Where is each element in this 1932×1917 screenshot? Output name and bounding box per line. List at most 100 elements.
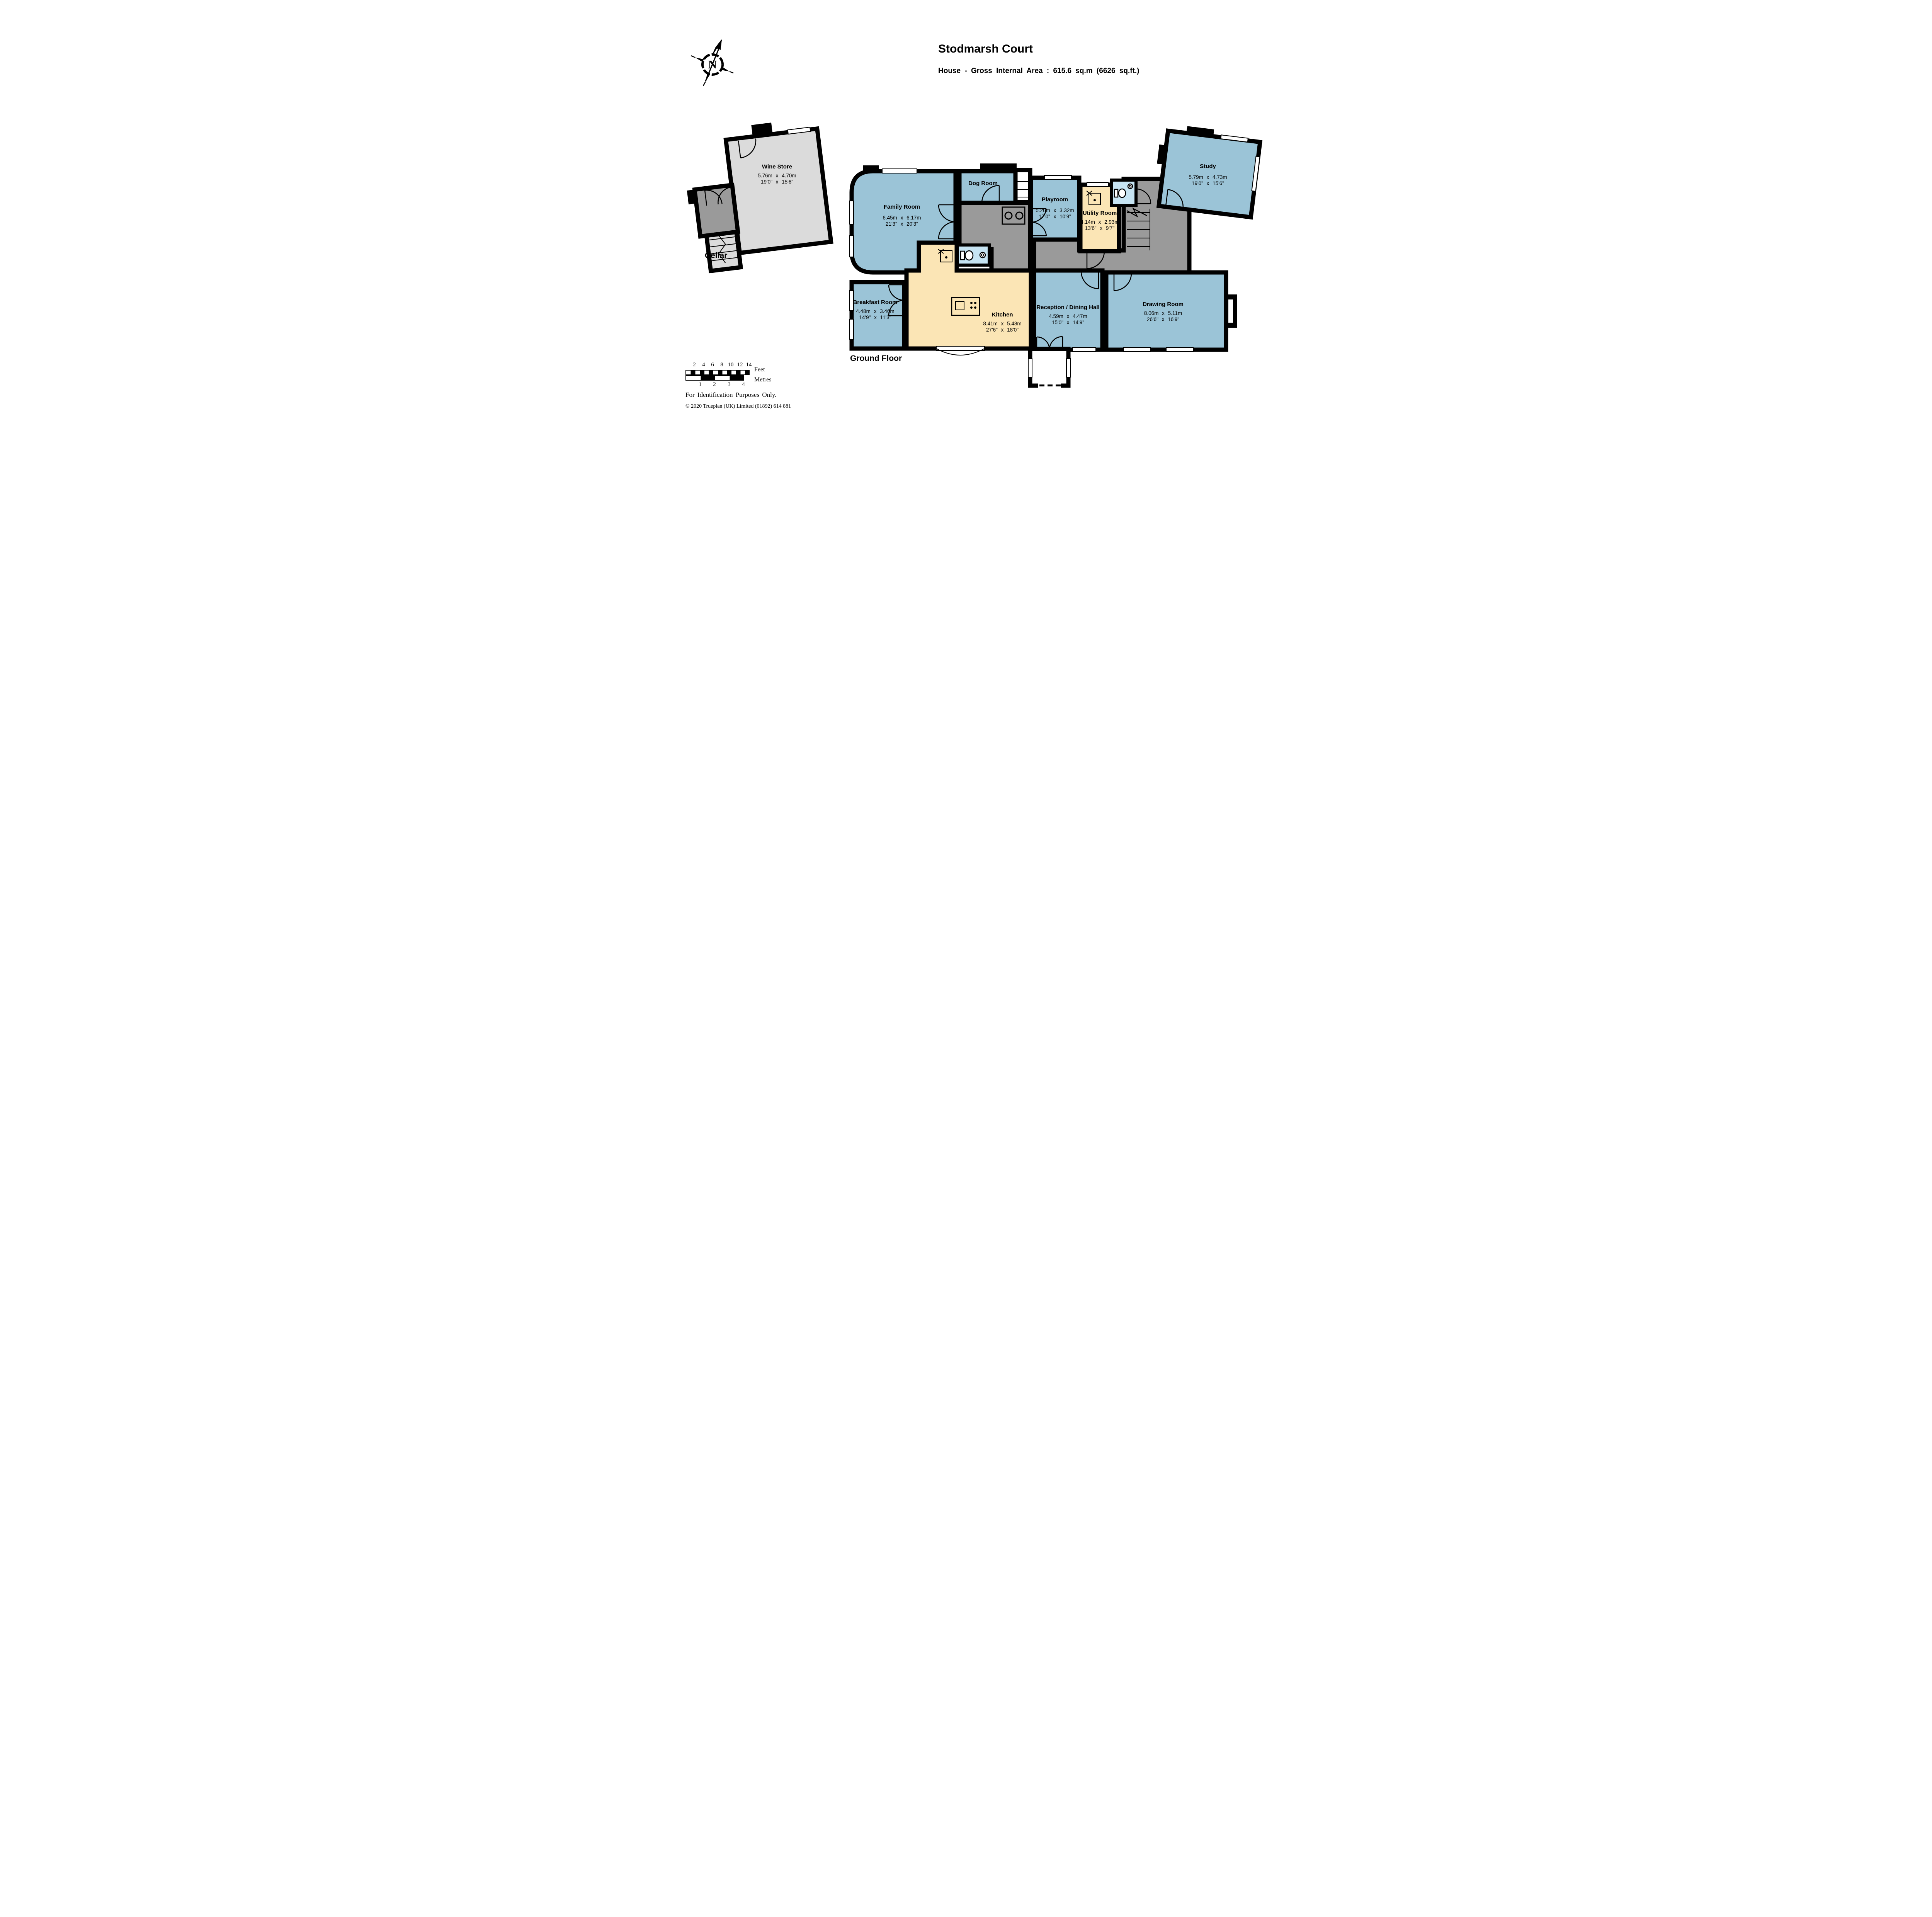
playroom-french-doors: [1031, 208, 1047, 236]
utility-room-label: Utility Room 4.14m x 2.93m 13'6" x 9'7": [1080, 210, 1119, 231]
room-dims-metric: 5.20m x 3.32m: [1036, 208, 1074, 213]
reception-label: Reception / Dining Hall 4.59m x 4.47m 15…: [1036, 304, 1099, 326]
reception-window-bottom: [1072, 347, 1096, 352]
porch-double-doors: [1036, 336, 1063, 350]
ground-floor-section-label: Ground Floor: [850, 354, 902, 363]
feet-tick: 6: [711, 362, 714, 368]
breakfast-room-label: Breakfast Room 4.48m x 3.46m 14'9" x 11'…: [853, 299, 897, 321]
compass-spike-sw-line: [702, 81, 706, 86]
dog-room-door: [981, 185, 1000, 203]
page-subtitle: House - Gross Internal Area : 615.6 sq.m…: [938, 67, 1139, 75]
room-dims: 4.48m x 3.46m 14'9" x 11'3": [853, 308, 897, 321]
room-dims-imperial: 14'9" x 11'3": [859, 315, 891, 320]
porch-threshold-dash: [1056, 384, 1061, 386]
porch-window-left: [1028, 358, 1032, 378]
room-dims-metric: 4.59m x 4.47m: [1049, 313, 1087, 319]
room-dims-imperial: 19'0" x 15'6": [1191, 180, 1225, 186]
toilet-kitchen-wc: [960, 250, 986, 261]
identification-disclaimer: For Identification Purposes Only.: [685, 391, 777, 398]
compass-spike-nw-line: [690, 55, 696, 58]
metre-tick: 1: [699, 381, 702, 388]
utility-window-top: [1087, 182, 1109, 187]
family-room-double-doors: [938, 204, 956, 240]
room-dims: 8.06m x 5.11m 26'6" x 16'9": [1143, 310, 1184, 323]
toilet-upper-wc: [1114, 183, 1133, 198]
room-name: Utility Room: [1082, 210, 1117, 216]
room-name: Study: [1200, 163, 1216, 170]
feet-tick: 12: [737, 362, 743, 368]
room-name: Kitchen: [992, 311, 1013, 318]
room-dims-metric: 4.14m x 2.93m: [1080, 219, 1119, 225]
kitchen-window-bottom: [936, 346, 985, 351]
drawing-window-bottom2: [1166, 347, 1194, 352]
feet-tick: 10: [728, 362, 734, 368]
feet-tick: 14: [746, 362, 752, 368]
study-window-top: [1220, 134, 1249, 143]
study-label: Study 5.79m x 4.73m 19'0" x 15'6": [1189, 163, 1227, 187]
drawing-room-door: [1113, 273, 1132, 291]
cellar-hall: [692, 182, 740, 239]
porch-threshold-dash: [1039, 384, 1044, 386]
scale-bar-metres: [685, 375, 744, 381]
room-name: Reception / Dining Hall: [1036, 304, 1100, 311]
copyright-line: © 2020 Trueplan (UK) Limited (01892) 614…: [685, 403, 791, 409]
room-dims-imperial: 19'0" x 15'6": [760, 179, 794, 185]
playroom-window-top: [1044, 175, 1072, 180]
dog-room: [957, 169, 1018, 205]
room-dims: 4.59m x 4.47m 15'0" x 14'9": [1036, 313, 1099, 326]
drawing-room-label: Drawing Room 8.06m x 5.11m 26'6" x 16'9": [1143, 301, 1184, 323]
cellar-hall-door2-arc: [718, 186, 732, 204]
family-room-window-left1: [849, 201, 854, 225]
room-dims-metric: 5.76m x 4.70m: [758, 173, 796, 179]
compass-rose-icon: [690, 39, 734, 86]
drawing-room-bay-window: [1228, 299, 1234, 323]
room-dims: 8.41m x 5.48m 27'6" x 18'0": [983, 321, 1021, 333]
metres-unit-label: Metres: [754, 376, 772, 383]
feet-unit-label: Feet: [754, 366, 765, 373]
feet-tick: 8: [720, 362, 723, 368]
room-dims-imperial: 21'3" x 20'3": [885, 221, 918, 227]
breakfast-window-left2: [849, 319, 854, 340]
metre-tick: 2: [713, 381, 716, 388]
entrance-porch: [1028, 347, 1071, 388]
metre-tick: 4: [742, 381, 745, 388]
compass-spike-nw: [695, 58, 704, 62]
wine-store-label: Wine Store 5.76m x 4.70m 19'0" x 15'6": [758, 163, 796, 185]
metre-tick: 3: [728, 381, 731, 388]
family-room-window-left2: [849, 235, 854, 257]
room-dims-imperial: 15'0" x 14'9": [1051, 320, 1085, 325]
reception-dining-hall: [1032, 268, 1105, 352]
room-dims-imperial: 17'0" x 10'9": [1038, 214, 1071, 219]
kitchen-sink: [938, 249, 952, 262]
ground-floor-plan: [849, 126, 1263, 389]
cellar-stairwell: [704, 230, 743, 274]
room-dims-metric: 8.41m x 5.48m: [983, 321, 1022, 327]
scale-bar: 2 4 6 8 10 12 14 1 2 3 4 Feet Metres: [685, 362, 794, 393]
drawing-window-bottom1: [1123, 347, 1151, 352]
playroom-label: Playroom 5.20m x 3.32m 17'0" x 10'9": [1036, 196, 1074, 220]
kitchen: [904, 240, 1033, 351]
cellar-hall-door-arc: [704, 189, 723, 204]
wine-store-room: [723, 126, 833, 255]
utility-sink: [1086, 191, 1101, 205]
family-room-window-top: [882, 168, 917, 173]
cellar-section-label: Cellar: [705, 251, 728, 260]
room-dims-imperial: 27'6" x 18'0": [986, 327, 1019, 333]
kitchen-bow-window: [936, 348, 985, 356]
study-door-arc: [1168, 189, 1184, 209]
room-name: Dog Room: [968, 180, 998, 187]
porch-threshold-dash: [1048, 384, 1053, 386]
family-room-label: Family Room 6.45m x 6.17m 21'3" x 20'3": [883, 204, 921, 227]
reception-hall-door: [1080, 271, 1099, 289]
wine-store-door-arc: [740, 138, 757, 158]
study-wing: [1156, 126, 1263, 220]
room-dims: 5.20m x 3.32m 17'0" x 10'9": [1036, 208, 1074, 220]
room-name: Wine Store: [762, 163, 793, 170]
room-dims-imperial: 13'6" x 9'7": [1085, 225, 1115, 231]
kitchen-island: [951, 297, 980, 316]
feet-tick: 4: [702, 362, 705, 368]
room-dims-metric: 5.79m x 4.73m: [1189, 174, 1227, 180]
page-title: Stodmarsh Court: [938, 43, 1033, 55]
room-name: Playroom: [1041, 196, 1068, 203]
breakfast-window-left1: [849, 290, 854, 311]
